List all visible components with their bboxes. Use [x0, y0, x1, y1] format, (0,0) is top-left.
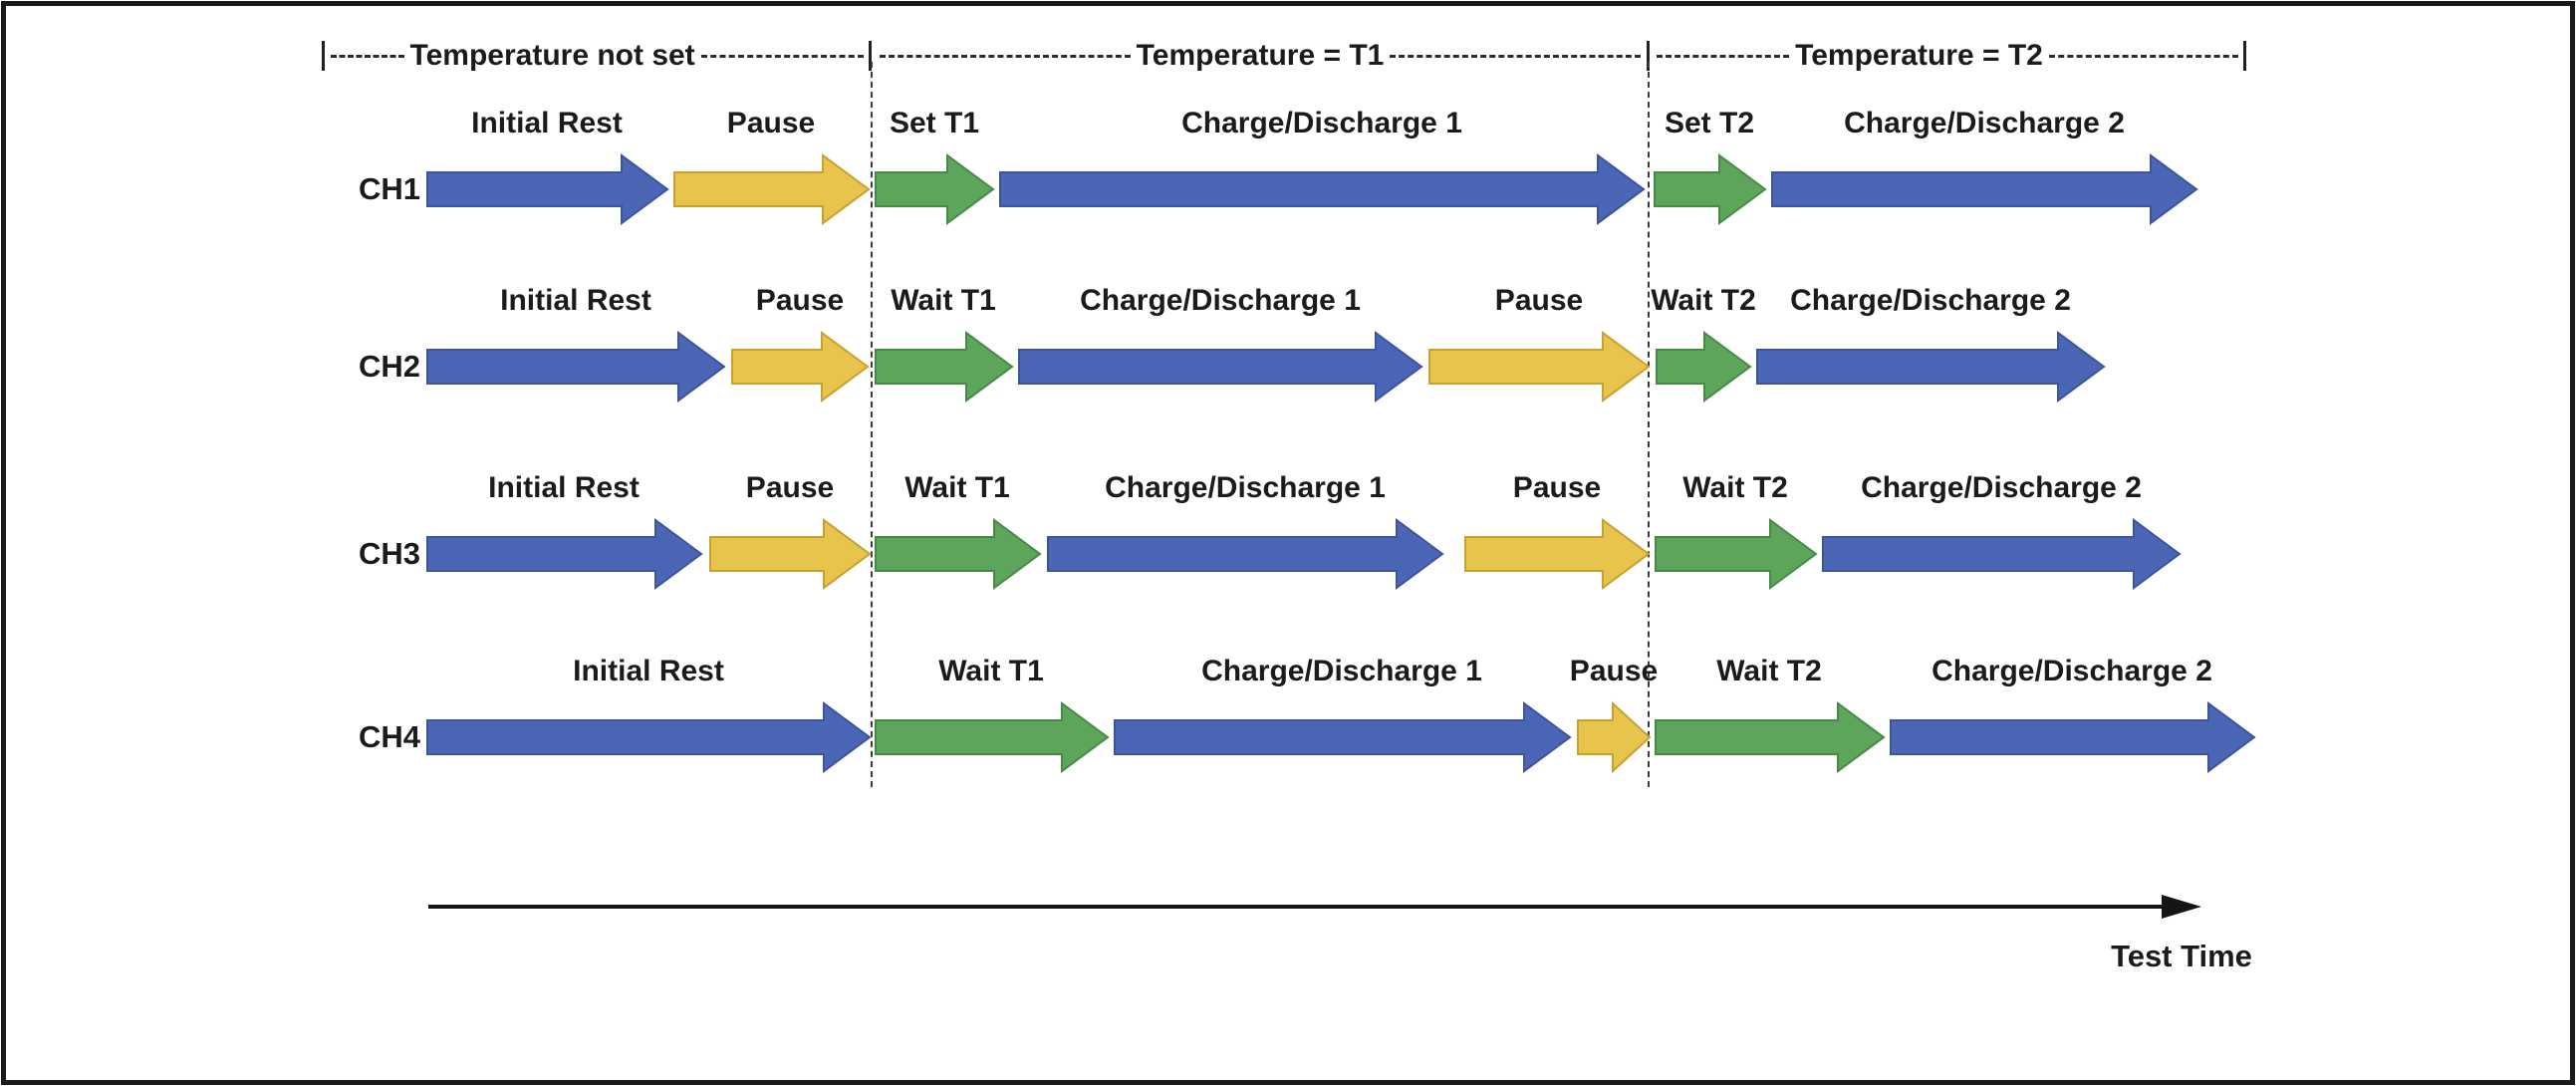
phase-arrow-blue: [1756, 331, 2106, 403]
phase-arrow-yellow: [1577, 700, 1652, 774]
phase-label: Pause: [1494, 284, 1584, 317]
phase-label: Initial Rest: [573, 655, 724, 687]
phase-label: Charge/Discharge 2: [1861, 471, 2142, 504]
phase-label: Charge/Discharge 1: [1105, 471, 1386, 504]
phase-arrow-blue: [1018, 331, 1423, 403]
phase-arrow-green: [1656, 331, 1752, 403]
phase-arrow-yellow: [1464, 518, 1651, 590]
phase-arrow-yellow: [1428, 331, 1651, 403]
phase-arrow-green: [875, 153, 995, 225]
phase-arrow-blue: [426, 701, 872, 773]
temperature-boundary-dashed-line: [1648, 62, 1650, 787]
channel-label-ch2: CH2: [358, 349, 420, 384]
phase-arrow-green: [1655, 518, 1818, 590]
phase-label: Charge/Discharge 2: [1932, 655, 2212, 687]
region-temperature-t1: Temperature = T1: [874, 40, 1647, 72]
dash-fill: [1657, 54, 1790, 58]
phase-label: Pause: [1512, 471, 1602, 504]
phase-label: Set T2: [1664, 107, 1755, 139]
phase-arrow-blue: [426, 518, 703, 590]
phase-arrow-blue: [426, 331, 726, 403]
phase-arrow-blue: [1047, 518, 1444, 590]
channel-label-ch4: CH4: [358, 719, 420, 754]
phase-arrow-green: [875, 331, 1014, 403]
dash-fill: [880, 54, 1131, 58]
phase-arrow-blue: [1114, 701, 1572, 773]
phase-label: Wait T1: [938, 655, 1044, 687]
phase-arrow-blue: [1822, 518, 2182, 590]
phase-label: Pause: [1569, 655, 1659, 687]
region-boundary-tick: [2243, 41, 2246, 71]
region-label: Temperature = T1: [1136, 39, 1385, 72]
time-axis-label: Test Time: [2111, 939, 2252, 973]
dash-fill: [1390, 54, 1642, 58]
phase-label: Charge/Discharge 1: [1201, 655, 1482, 687]
phase-label: Charge/Discharge 2: [1844, 107, 2125, 139]
dash-fill: [2048, 54, 2238, 58]
phase-label: Set T1: [889, 107, 980, 139]
phase-arrow-blue: [1771, 153, 2198, 225]
region-boundary-tick: [322, 41, 325, 71]
dash-fill: [700, 54, 864, 58]
region-label: Temperature = T2: [1795, 39, 2043, 72]
channel-label-ch1: CH1: [358, 171, 420, 206]
phase-label: Wait T2: [1682, 471, 1788, 504]
phase-arrow-blue: [426, 153, 669, 225]
phase-label: Wait T1: [904, 471, 1010, 504]
region-boundary-tick: [869, 41, 872, 71]
phase-arrow-green: [1655, 701, 1886, 773]
phase-label: Wait T1: [891, 284, 996, 317]
phase-label: Pause: [755, 284, 845, 317]
phase-label: Wait T2: [1651, 284, 1756, 317]
phase-arrow-yellow: [731, 331, 870, 403]
dash-fill: [331, 54, 404, 58]
region-temperature-not-set: Temperature not set: [325, 40, 870, 72]
phase-arrow-yellow: [673, 153, 871, 225]
channel-label-ch3: CH3: [358, 536, 420, 571]
phase-label: Initial Rest: [471, 107, 623, 139]
phase-label: Charge/Discharge 2: [1790, 284, 2071, 317]
phase-label: Initial Rest: [500, 284, 651, 317]
phase-arrow-green: [875, 518, 1042, 590]
phase-label: Charge/Discharge 1: [1080, 284, 1361, 317]
phase-arrow-blue: [1890, 701, 2256, 773]
phase-arrow-green: [1654, 153, 1767, 225]
phase-arrow-green: [875, 701, 1110, 773]
temperature-boundary-dashed-line: [871, 62, 873, 787]
phase-label: Pause: [726, 107, 816, 139]
phase-label: Charge/Discharge 1: [1181, 107, 1462, 139]
phase-arrow-blue: [999, 153, 1646, 225]
region-boundary-tick: [1647, 41, 1650, 71]
time-axis-arrow: [428, 895, 2201, 919]
region-temperature-t2: Temperature = T2: [1651, 40, 2244, 72]
phase-label: Wait T2: [1716, 655, 1822, 687]
phase-arrow-yellow: [709, 518, 872, 590]
phase-label: Initial Rest: [488, 471, 640, 504]
region-label: Temperature not set: [409, 39, 695, 72]
phase-label: Pause: [745, 471, 835, 504]
